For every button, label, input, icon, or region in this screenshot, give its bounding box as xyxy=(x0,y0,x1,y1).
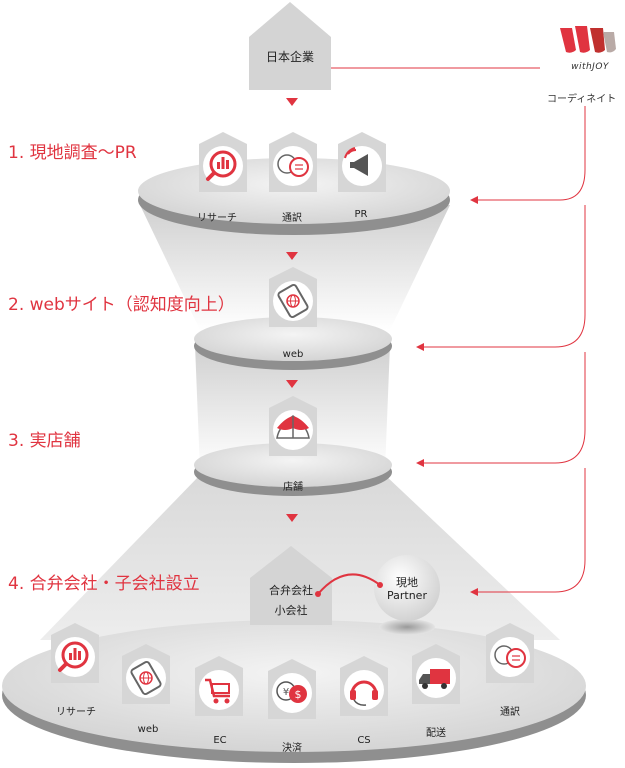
partner-shadow xyxy=(379,619,435,635)
step-4-item-web-label: web xyxy=(137,724,159,735)
step-2-title: 2. webサイト（認知度向上） xyxy=(8,295,235,315)
arrow-down-3 xyxy=(286,380,298,388)
withjoy-logo-icon xyxy=(560,26,616,53)
company-label: 日本企業 xyxy=(265,50,314,64)
tile-store-4 xyxy=(269,396,317,456)
tile-pr-2 xyxy=(338,132,386,192)
smartphone-globe-icon xyxy=(130,660,162,696)
tent-icon xyxy=(276,415,310,439)
tile-payment-8: ¥$ xyxy=(268,659,316,719)
shopping-cart-icon xyxy=(205,678,230,704)
research-chart-icon xyxy=(58,641,89,672)
tile-web-3 xyxy=(269,267,317,327)
coord-arrow-2 xyxy=(416,343,424,351)
svg-text:¥: ¥ xyxy=(283,687,289,698)
arrow-down-2 xyxy=(286,252,298,260)
step-2-item-web-label: web xyxy=(282,349,304,360)
coord-arrow-3 xyxy=(416,459,424,467)
disk-2 xyxy=(194,317,392,370)
partner-line-2: Partner xyxy=(387,589,427,602)
step-4-item-research-label: リサーチ xyxy=(56,707,96,718)
company-house xyxy=(249,2,331,90)
truck-icon xyxy=(419,669,450,689)
speech-bubbles-icon xyxy=(277,154,309,177)
tile-research-0 xyxy=(199,132,247,192)
partner-link-dot-right xyxy=(377,582,383,588)
coins-icon: ¥$ xyxy=(276,681,307,703)
entity-house xyxy=(250,546,332,625)
step-4-item-cs-label: CS xyxy=(357,735,371,746)
icon-tiles: ¥$ xyxy=(51,132,534,719)
entity-line-2: 小会社 xyxy=(274,604,308,617)
coord-arrow-1 xyxy=(470,196,478,204)
research-chart-icon xyxy=(206,150,237,181)
step-3-title: 3. 実店舗 xyxy=(8,431,81,451)
step-4-item-translate-label: 通訳 xyxy=(500,707,520,718)
arrow-down-1 xyxy=(286,98,298,106)
tile-research-5 xyxy=(51,623,99,683)
step-1-item-translate-label: 通訳 xyxy=(282,213,302,224)
tile-web-6 xyxy=(122,644,170,704)
partner-line-1: 現地 xyxy=(396,576,418,589)
coordinate-label: コーディネイト xyxy=(547,94,617,105)
tile-translate-1 xyxy=(269,132,317,192)
tile-translate-11 xyxy=(486,623,534,683)
step-4-item-delivery-label: 配送 xyxy=(426,728,446,739)
megaphone-icon xyxy=(344,147,368,176)
coordinate-lines xyxy=(418,106,586,593)
tile-cs-9 xyxy=(340,656,388,716)
funnel-1 xyxy=(140,205,450,330)
partner-link xyxy=(317,573,381,595)
step-3-item-store-label: 店舗 xyxy=(283,482,303,493)
disk-3 xyxy=(194,443,392,496)
step-1-item-research-label: リサーチ xyxy=(197,213,237,224)
smartphone-globe-icon xyxy=(277,283,309,319)
svg-text:$: $ xyxy=(295,688,302,701)
tile-ec-7 xyxy=(195,656,243,716)
step-1-title: 1. 現地調査〜PR xyxy=(8,143,137,163)
step-4-item-ec-label: EC xyxy=(213,735,227,746)
step-1-item-pr-label: PR xyxy=(354,209,368,220)
tile-delivery-10 xyxy=(412,644,460,704)
step-4-item-payment-label: 決済 xyxy=(282,743,302,754)
partner-link-dot-left xyxy=(315,591,321,597)
headset-icon xyxy=(350,680,378,706)
brand-name: withJOY xyxy=(571,62,609,72)
entity-line-1: 合弁会社 xyxy=(269,584,313,597)
arrow-down-4 xyxy=(286,514,298,522)
partner-ball xyxy=(374,555,440,621)
step-4-title: 4. 合弁会社・子会社設立 xyxy=(8,574,200,594)
coord-arrow-4 xyxy=(470,588,478,596)
speech-bubbles-icon xyxy=(494,645,526,668)
